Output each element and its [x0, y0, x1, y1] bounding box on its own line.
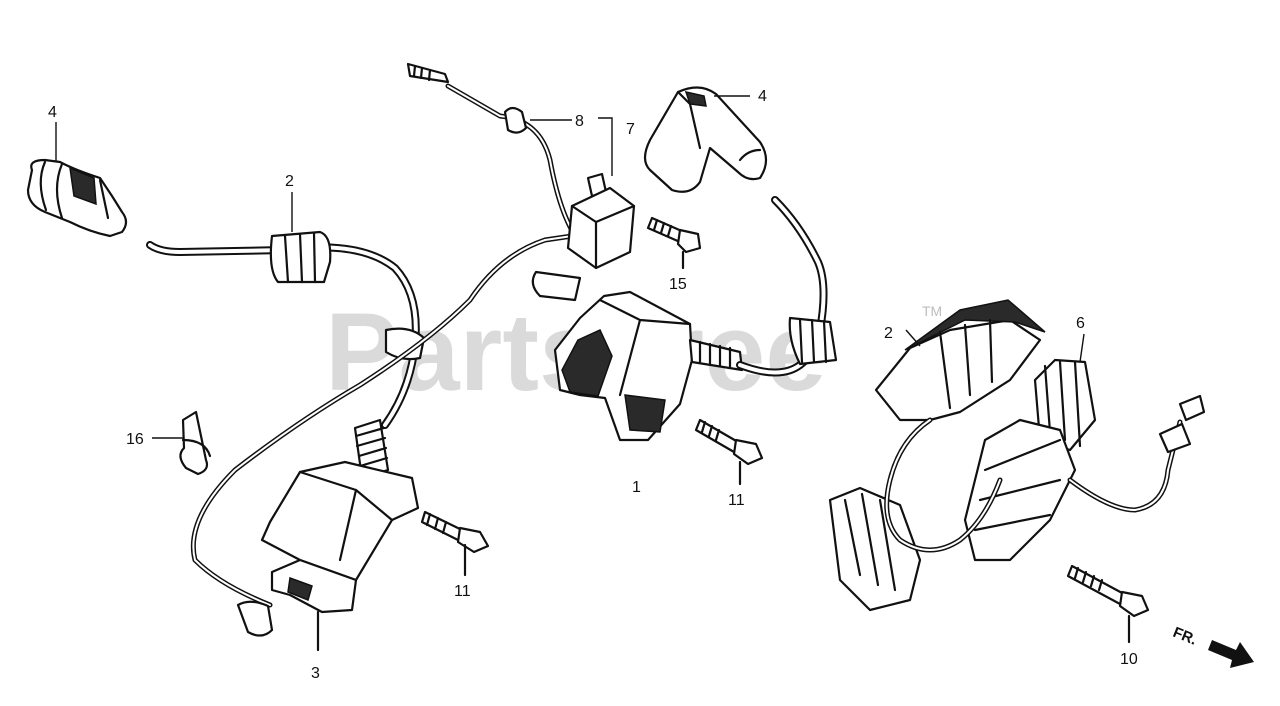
clamp-mid: [384, 327, 426, 361]
callout-15: 15: [669, 276, 687, 293]
callout-6: 6: [1076, 315, 1085, 332]
charge-coil-assembly[interactable]: [828, 299, 1206, 612]
wire-clip[interactable]: [179, 410, 212, 476]
condenser[interactable]: [566, 172, 636, 270]
leader-lines: [55, 95, 1085, 439]
callout-numbers: 4 2 8 7 4 15 2 6 16 1 11 11 3 10: [48, 88, 1138, 682]
callout-7: 7: [626, 121, 635, 138]
spark-plug-cap-left[interactable]: [26, 158, 128, 238]
grommet-8: [503, 106, 528, 134]
callout-3: 3: [311, 665, 320, 682]
kill-switch-lead[interactable]: [406, 62, 581, 243]
callout-4-left: 4: [48, 104, 57, 121]
watermark-trademark: TM: [922, 303, 942, 319]
callout-8: 8: [575, 113, 584, 130]
callout-4-right: 4: [758, 88, 767, 105]
ignition-module[interactable]: [531, 270, 744, 442]
high-tension-wire-right[interactable]: [736, 196, 838, 377]
callout-16: 16: [126, 431, 144, 448]
terminal-end: [236, 600, 274, 637]
callout-1: 1: [632, 479, 641, 496]
ignition-coil[interactable]: [260, 418, 420, 652]
bolt-15[interactable]: [646, 216, 702, 270]
callout-11-left: 11: [454, 583, 471, 600]
bolt-10[interactable]: [1066, 564, 1150, 644]
callout-11-right: 11: [728, 492, 745, 509]
front-arrow-icon: [1208, 640, 1254, 668]
front-label: FR.: [1171, 624, 1200, 649]
ignition-wire-left[interactable]: [146, 230, 426, 429]
bolt-11-left[interactable]: [420, 510, 490, 577]
stop-switch-wire[interactable]: [190, 233, 575, 637]
callout-10: 10: [1120, 651, 1138, 668]
front-direction-indicator: FR.: [1171, 624, 1254, 668]
spark-plug-cap-right[interactable]: [643, 86, 768, 193]
callout-2-right: 2: [884, 325, 893, 342]
callout-2-left: 2: [285, 173, 294, 190]
bolt-11-right[interactable]: [694, 418, 764, 486]
